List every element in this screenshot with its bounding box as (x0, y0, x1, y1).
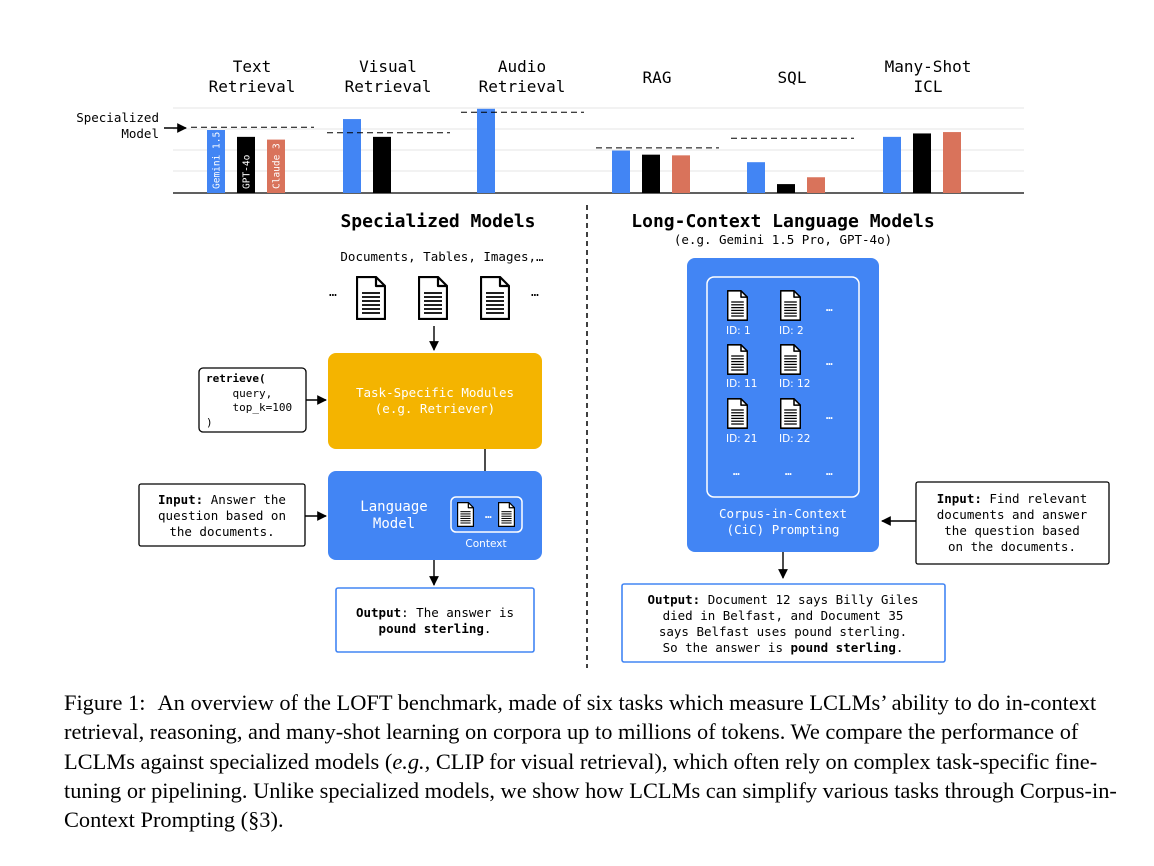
document-icon (480, 276, 510, 320)
bar-claude-3 (267, 139, 285, 193)
left-input-line: Input: Answer the (158, 492, 286, 507)
lm-label-line: Model (373, 516, 415, 532)
lclm-subtitle: (e.g. Gemini 1.5 Pro, GPT-4o) (674, 232, 892, 247)
document-icon (780, 290, 801, 321)
category-label: RAG (643, 68, 672, 87)
right-output-line: says Belfast uses pound sterling. (659, 624, 907, 639)
document-icon (780, 398, 801, 429)
context-label: Context (465, 538, 506, 550)
column-ellipsis: … (785, 465, 792, 478)
right-input-line: Input: Find relevant (937, 491, 1088, 506)
left-input-line: the documents. (169, 524, 274, 539)
bar-gemini-1-5 (343, 119, 361, 193)
right-input-line: the question based (944, 523, 1079, 538)
figure-caption: Figure 1:An overview of the LOFT benchma… (64, 688, 1134, 834)
doc-id: ID: 22 (779, 433, 810, 445)
left-input-box (138, 483, 306, 547)
right-input-line: on the documents. (948, 539, 1076, 554)
retrieve-code-line: query, (206, 387, 272, 400)
bar-gpt-4o (237, 136, 255, 193)
category-label: SQL (778, 68, 807, 87)
column-ellipsis: … (733, 465, 740, 478)
bar-gemini-1-5 (477, 108, 495, 193)
document-icon (727, 290, 748, 321)
document-icon (780, 344, 801, 375)
doc-id: ID: 2 (779, 325, 804, 337)
left-ellipsis: … (329, 285, 337, 300)
right-output-line: died in Belfast, and Document 35 (663, 608, 904, 623)
cic-label-line: (CiC) Prompting (727, 522, 840, 537)
right-input-box (915, 481, 1110, 565)
inputs-label: Documents, Tables, Images,… (340, 249, 544, 264)
row-ellipsis: … (826, 409, 833, 422)
document-icon (418, 276, 448, 320)
caption-text: An overview of the LOFT benchmark, made … (64, 690, 1097, 774)
lm-label-line: Language (360, 499, 427, 515)
caption-label: Figure 1: (64, 690, 146, 715)
left-output-box (335, 587, 535, 653)
language-model-box (328, 471, 542, 560)
bar-gpt-4o (913, 133, 931, 193)
doc-id: ID: 21 (726, 433, 757, 445)
bar-claude-3 (672, 155, 690, 193)
context-box (450, 496, 523, 533)
cic-label-line: Corpus-in-Context (719, 506, 847, 521)
caption-text: CLIP for visual retrieval), which often … (64, 748, 1117, 833)
document-icon (498, 502, 515, 527)
left-output-answer: pound sterling. (379, 621, 492, 636)
retrieve-code-line: top_k=100 (206, 401, 292, 414)
right-ellipsis: … (531, 285, 539, 300)
right-output-line: Output: Document 12 says Billy Giles (648, 592, 919, 607)
right-output-line: So the answer is pound sterling. (663, 640, 904, 655)
bar-gemini-1-5 (612, 150, 630, 193)
doc-id: ID: 1 (726, 325, 751, 337)
column-ellipsis: … (826, 465, 833, 478)
legend-label: Claude 3 (272, 143, 283, 189)
right-input-line: documents and answer (937, 507, 1088, 522)
row-ellipsis: … (826, 301, 833, 314)
left-input-line: question based on (158, 508, 286, 523)
right-output-box (621, 583, 946, 663)
retrieve-code-line: retrieve( (206, 372, 266, 385)
caption-italic: e.g., (392, 748, 431, 774)
document-icon (727, 344, 748, 375)
bar-gemini-1-5 (207, 130, 225, 193)
legend-label: Gemini 1.5 (212, 132, 223, 189)
legend-label: GPT-4o (242, 154, 253, 189)
lclm-title: Long-Context Language Models (631, 211, 934, 232)
bar-gemini-1-5 (883, 136, 901, 193)
retrieve-code-line: ) (206, 416, 213, 429)
document-icon (727, 398, 748, 429)
bar-gpt-4o (777, 184, 795, 193)
task-specific-modules-box (328, 353, 542, 449)
doc-id: ID: 11 (726, 378, 757, 390)
row-ellipsis: … (826, 355, 833, 368)
context-ellipsis: … (485, 508, 492, 521)
document-icon (356, 276, 386, 320)
bar-gpt-4o (642, 154, 660, 193)
doc-id: ID: 12 (779, 378, 810, 390)
bar-gpt-4o (373, 136, 391, 193)
bar-gemini-1-5 (747, 162, 765, 193)
bar-claude-3 (943, 132, 961, 193)
left-output-line: Output: The answer is (356, 605, 514, 620)
corpus-box (706, 276, 860, 498)
module-label-line: Task-Specific Modules (356, 385, 514, 400)
document-icon (457, 502, 474, 527)
module-label-line: (e.g. Retriever) (375, 401, 495, 416)
specialized-models-title: Specialized Models (340, 211, 535, 232)
bar-claude-3 (807, 177, 825, 193)
